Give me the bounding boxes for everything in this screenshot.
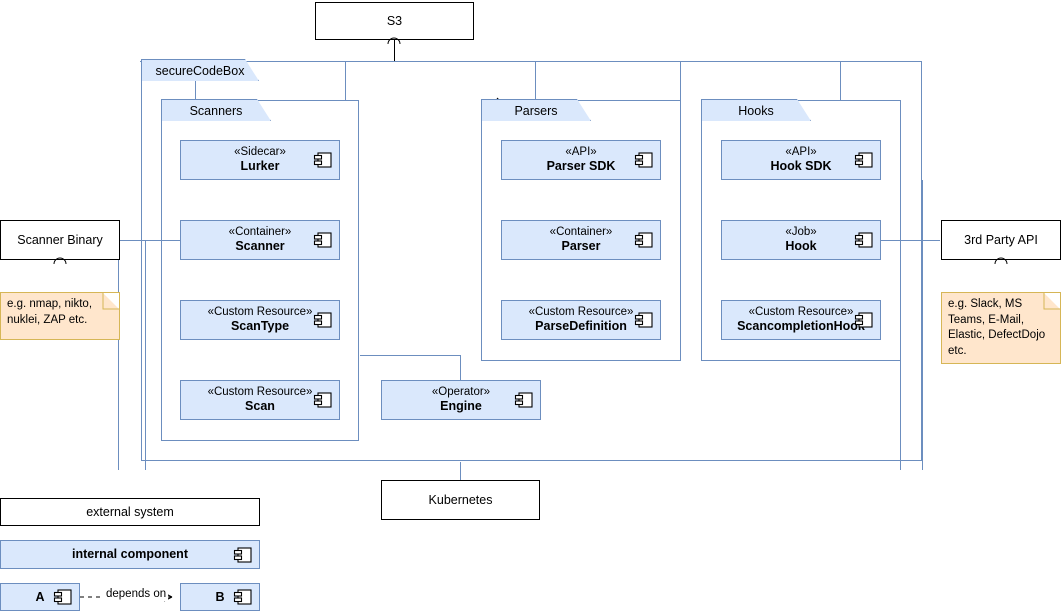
- component-scanner-name: Scanner: [235, 239, 285, 254]
- container-secure-code-box-label: secureCodeBox: [155, 63, 245, 78]
- connector-bus-to-parsers-b: [680, 61, 681, 101]
- component-scan-name: Scan: [245, 399, 275, 414]
- component-scan-type[interactable]: «Custom Resource» ScanType: [180, 300, 340, 340]
- legend-internal-component: internal component: [0, 540, 260, 569]
- component-scanner[interactable]: «Container» Scanner: [180, 220, 340, 260]
- component-icon: [313, 230, 333, 250]
- connector-bus-to-scanners: [195, 61, 196, 101]
- component-scancompletion-hook[interactable]: «Custom Resource» ScancompletionHook: [721, 300, 881, 340]
- external-system-third-party-api[interactable]: 3rd Party API: [941, 220, 1061, 260]
- container-parsers[interactable]: [481, 100, 681, 361]
- connector-third-party-in: [880, 240, 940, 241]
- component-icon: [514, 390, 534, 410]
- note-hook-examples-text: e.g. Slack, MS Teams, E-Mail, Elastic, D…: [948, 298, 1046, 357]
- component-parser-name: Parser: [561, 239, 601, 254]
- component-hook-sdk-name: Hook SDK: [770, 159, 832, 174]
- component-scan-type-name: ScanType: [230, 319, 290, 334]
- component-hook-sdk[interactable]: «API» Hook SDK: [721, 140, 881, 180]
- s3-label: S3: [386, 13, 403, 28]
- component-parser-stereotype: «Container»: [549, 226, 613, 239]
- connector-bus-to-hooks: [840, 61, 841, 101]
- container-secure-code-box[interactable]: [141, 61, 922, 461]
- container-hooks-label: Hooks: [738, 103, 774, 118]
- component-scanner-stereotype: «Container»: [228, 226, 292, 239]
- component-icon: [53, 587, 73, 607]
- component-icon: [313, 390, 333, 410]
- legend-external-system-label: external system: [86, 504, 174, 519]
- external-system-scanner-binary[interactable]: Scanner Binary: [0, 220, 120, 260]
- component-parser[interactable]: «Container» Parser: [501, 220, 661, 260]
- component-icon: [313, 310, 333, 330]
- note-fold-icon: [102, 293, 119, 310]
- connector-parsers-to-engine: [460, 355, 461, 380]
- container-hooks[interactable]: [701, 100, 901, 361]
- component-scan[interactable]: «Custom Resource» Scan: [180, 380, 340, 420]
- component-icon: [854, 150, 874, 170]
- component-lurker[interactable]: «Sidecar» Lurker: [180, 140, 340, 180]
- socket-icon-scanner-binary: [52, 255, 68, 265]
- component-icon: [854, 230, 874, 250]
- legend-component-a: A: [0, 583, 80, 611]
- container-parsers-tab[interactable]: Parsers: [481, 99, 591, 121]
- kubernetes-label: Kubernetes: [428, 492, 493, 507]
- component-icon: [233, 587, 253, 607]
- legend-external-system: external system: [0, 498, 260, 526]
- connector-right-rail-inner: [922, 180, 923, 470]
- component-parser-sdk-name: Parser SDK: [546, 159, 616, 174]
- component-hook-sdk-stereotype: «API»: [785, 146, 817, 159]
- component-engine-name: Engine: [440, 399, 482, 414]
- container-scanners-tab[interactable]: Scanners: [161, 99, 271, 121]
- component-icon: [854, 310, 874, 330]
- component-lurker-stereotype: «Sidecar»: [234, 146, 286, 159]
- component-scan-type-stereotype: «Custom Resource»: [207, 306, 313, 319]
- connector-left-rail-inner: [145, 240, 146, 470]
- note-scanner-examples-text: e.g. nmap, nikto, nuklei, ZAP etc.: [7, 298, 93, 326]
- component-hook[interactable]: «Job» Hook: [721, 220, 881, 260]
- container-scanners-label: Scanners: [189, 103, 243, 118]
- component-scancompletion-hook-stereotype: «Custom Resource»: [748, 306, 854, 319]
- external-system-kubernetes[interactable]: Kubernetes: [381, 480, 540, 520]
- component-engine[interactable]: «Operator» Engine: [381, 380, 541, 420]
- note-fold-icon: [1043, 293, 1060, 310]
- socket-icon-s3: [386, 35, 402, 45]
- component-parser-sdk-stereotype: «API»: [565, 146, 597, 159]
- scanner-binary-label: Scanner Binary: [17, 232, 103, 247]
- note-hook-examples: e.g. Slack, MS Teams, E-Mail, Elastic, D…: [941, 292, 1061, 364]
- legend-internal-component-label: internal component: [72, 547, 188, 562]
- connector-kubernetes-link: [460, 462, 461, 480]
- component-icon: [634, 310, 654, 330]
- component-icon: [634, 230, 654, 250]
- component-engine-stereotype: «Operator»: [431, 386, 491, 399]
- component-icon: [233, 545, 253, 565]
- component-hook-stereotype: «Job»: [785, 226, 817, 239]
- container-scanners[interactable]: [161, 100, 359, 441]
- note-scanner-examples: e.g. nmap, nikto, nuklei, ZAP etc.: [0, 292, 120, 340]
- connector-scanner-binary-out: [118, 240, 180, 241]
- component-parse-definition-stereotype: «Custom Resource»: [528, 306, 634, 319]
- component-hook-name: Hook: [785, 239, 817, 254]
- legend-edge-label: depends on: [104, 587, 169, 601]
- component-icon: [313, 150, 333, 170]
- component-lurker-name: Lurker: [240, 159, 280, 174]
- socket-icon-third-party-api: [993, 255, 1009, 265]
- container-hooks-tab[interactable]: Hooks: [701, 99, 811, 121]
- container-secure-code-box-tab[interactable]: secureCodeBox: [141, 59, 259, 81]
- legend-component-a-label: A: [35, 589, 45, 604]
- connector-bus-to-parsers: [535, 61, 536, 101]
- connector-parsers-engine-elbow: [360, 355, 460, 356]
- component-parse-definition[interactable]: «Custom Resource» ParseDefinition: [501, 300, 661, 340]
- connector-left-rail: [118, 240, 119, 470]
- container-parsers-label: Parsers: [514, 103, 558, 118]
- legend-component-b: B: [180, 583, 260, 611]
- external-system-s3[interactable]: S3: [315, 2, 474, 40]
- component-parse-definition-name: ParseDefinition: [535, 319, 627, 334]
- third-party-api-label: 3rd Party API: [964, 232, 1038, 247]
- connector-s3-drop: [394, 36, 395, 61]
- component-scancompletion-hook-name: ScancompletionHook: [737, 319, 865, 334]
- connector-bus-to-scanners-b: [345, 61, 346, 101]
- component-scan-stereotype: «Custom Resource»: [207, 386, 313, 399]
- component-parser-sdk[interactable]: «API» Parser SDK: [501, 140, 661, 180]
- component-icon: [634, 150, 654, 170]
- legend-component-b-label: B: [215, 589, 225, 604]
